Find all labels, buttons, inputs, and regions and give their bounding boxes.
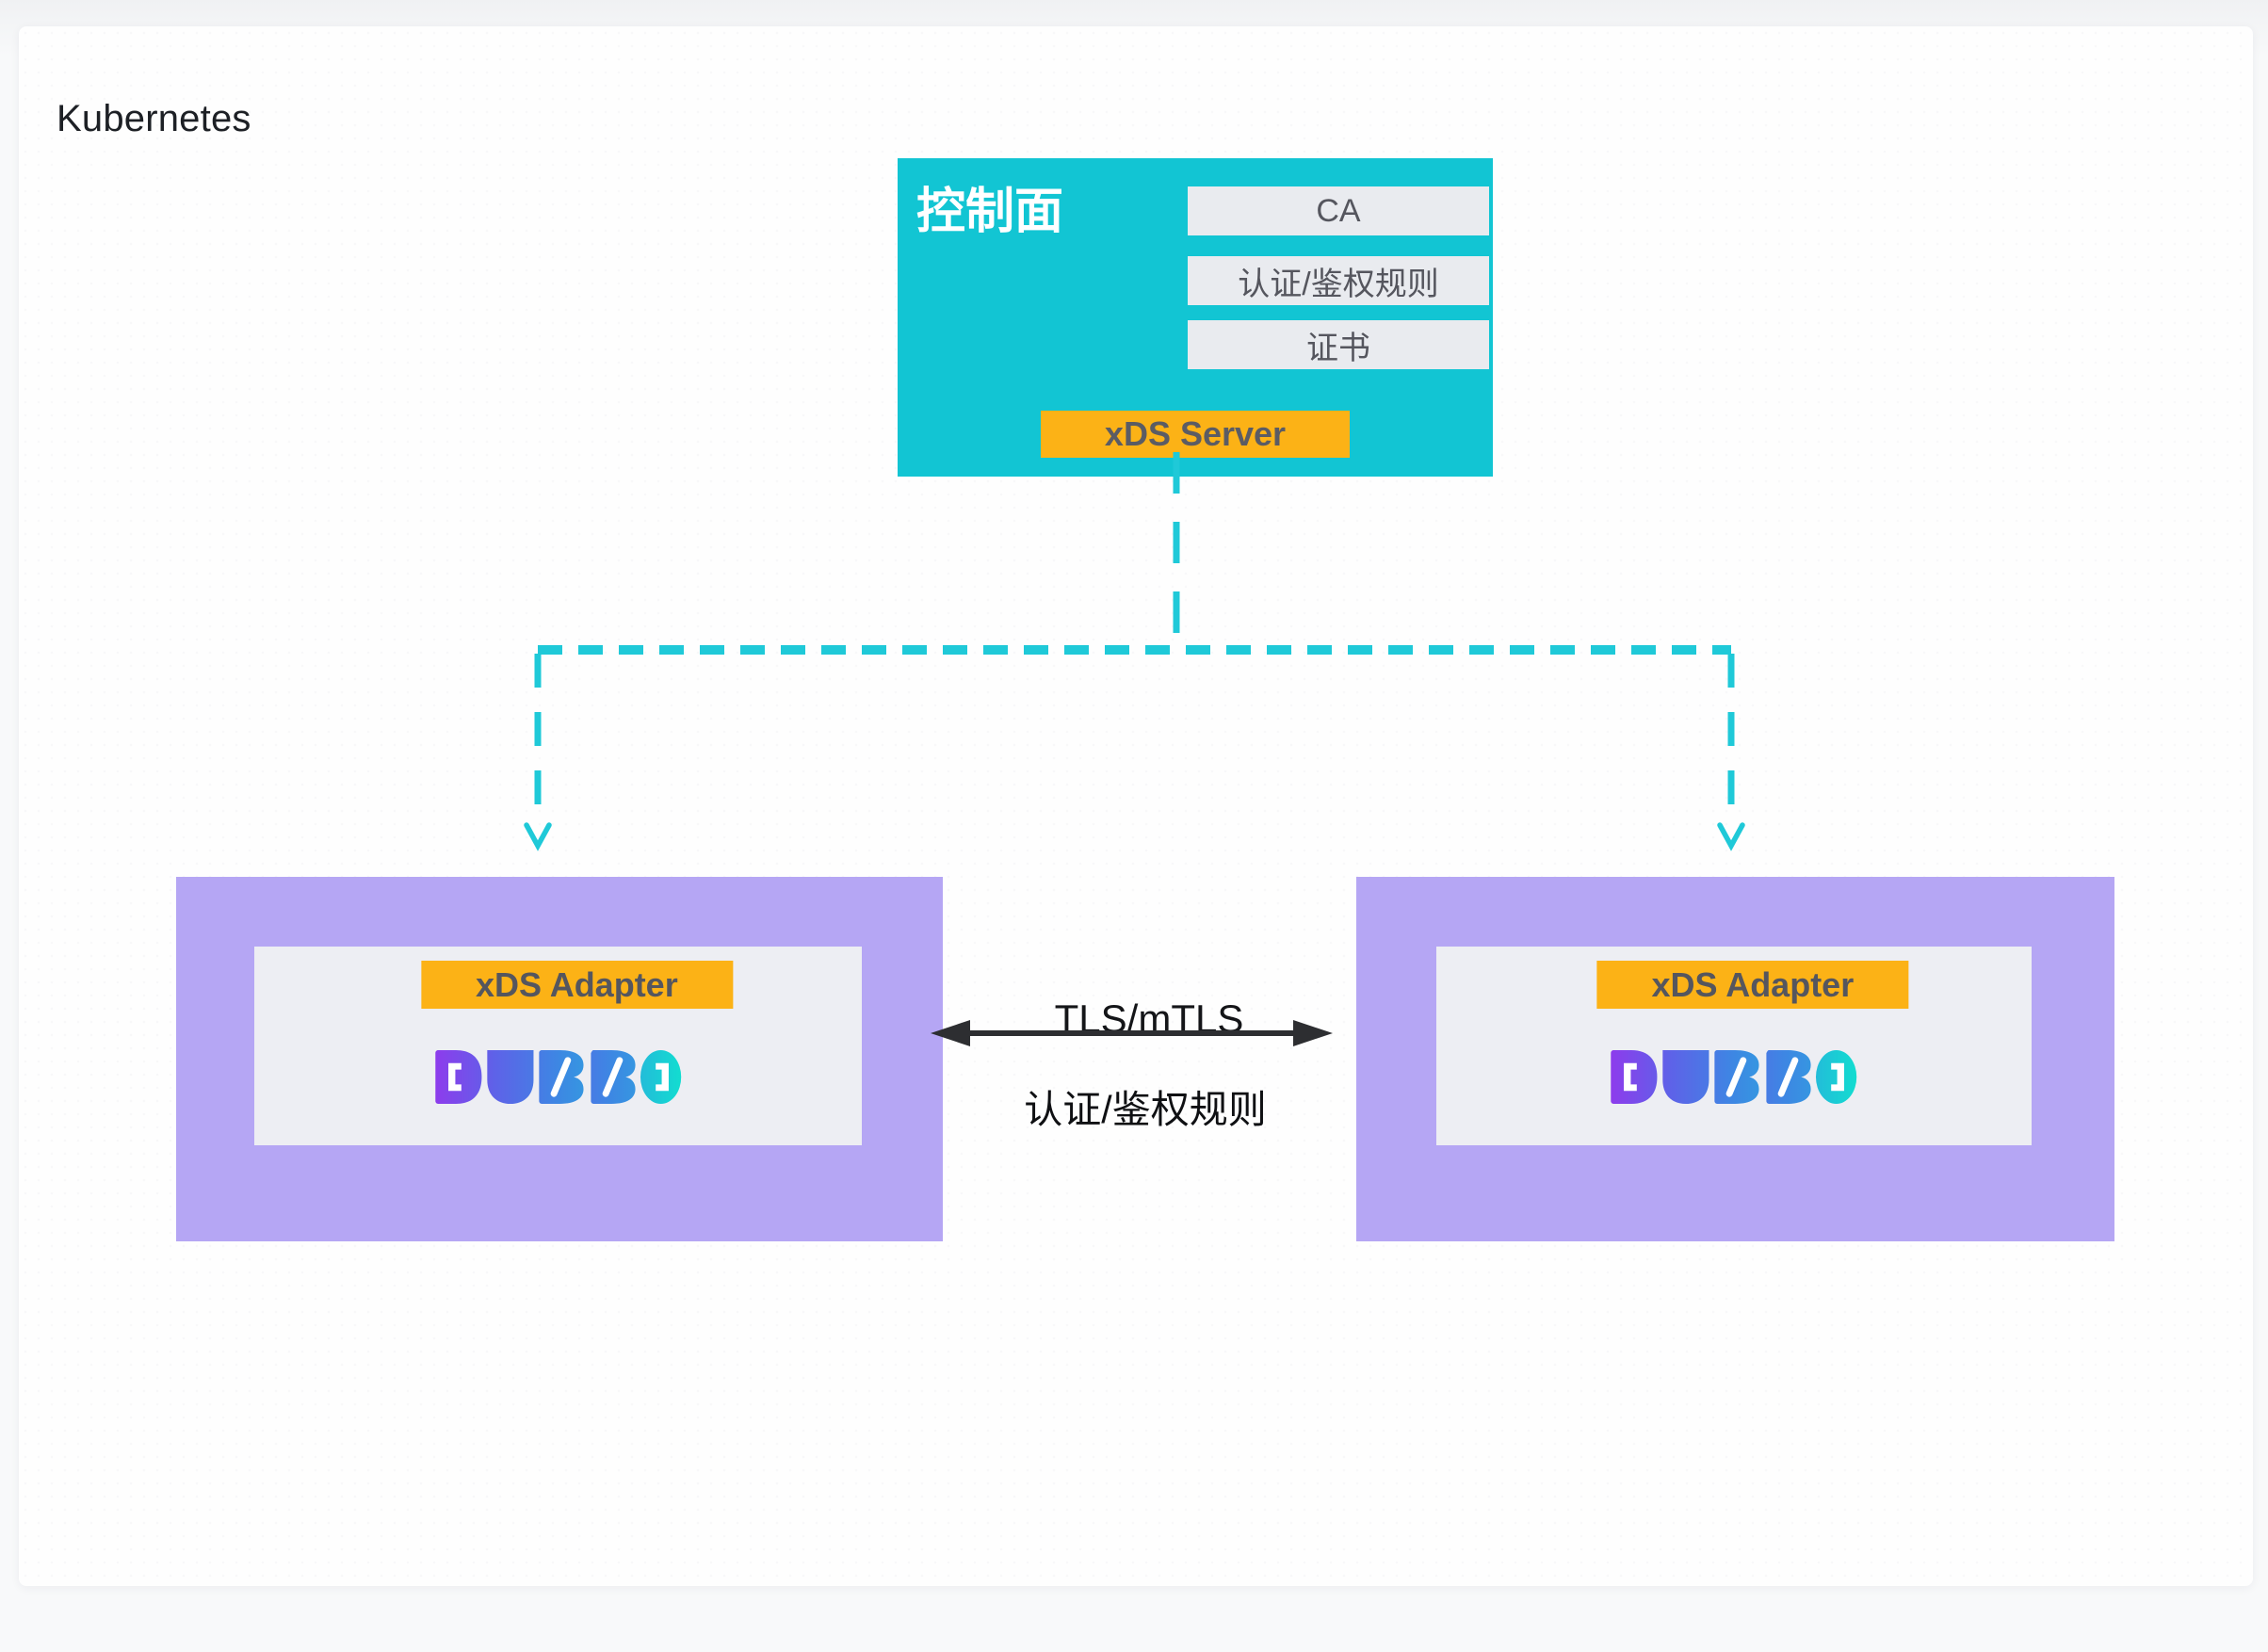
- xds-adapter-box: xDS Adapter: [1596, 961, 1909, 1009]
- component-certificate: 证书: [1188, 320, 1489, 369]
- dubbo-node-right: xDS Adapter: [1356, 877, 2114, 1241]
- xds-adapter-box: xDS Adapter: [420, 961, 733, 1009]
- dubbo-node-left: xDS Adapter: [176, 877, 943, 1241]
- diagram-panel: Kubernetes 控制面 CA 认证/鉴权规则 证书 xDS Server …: [19, 26, 2253, 1586]
- control-plane-box: 控制面 CA 认证/鉴权规则 证书 xDS Server: [898, 158, 1493, 477]
- xds-server-box: xDS Server: [1041, 411, 1350, 458]
- dubbo-logo: [1611, 1050, 1857, 1104]
- component-auth-rules: 认证/鉴权规则: [1188, 256, 1489, 305]
- kubernetes-cluster-label: Kubernetes: [57, 98, 251, 139]
- component-ca: CA: [1188, 186, 1489, 235]
- dubbo-node-right-inner: xDS Adapter: [1436, 947, 2032, 1145]
- auth-rules-label: 认证/鉴权规则: [1024, 1088, 1267, 1131]
- dubbo-logo: [434, 1050, 681, 1104]
- dubbo-node-left-inner: xDS Adapter: [254, 947, 862, 1145]
- tls-mtls-label: TLS/mTLS: [1054, 996, 1244, 1041]
- control-plane-title: 控制面: [916, 185, 1064, 239]
